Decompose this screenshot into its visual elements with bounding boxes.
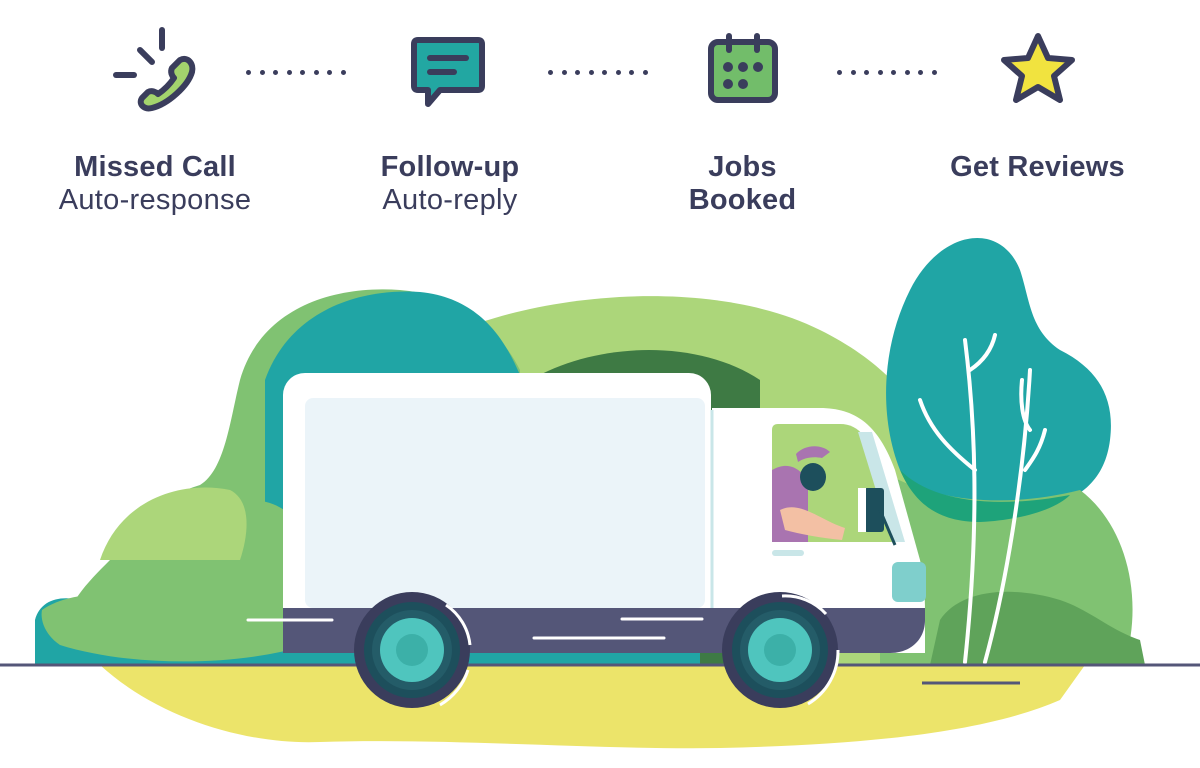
step-title: Missed Call <box>74 151 236 183</box>
connector-dots-3 <box>837 70 937 76</box>
step-label-jobs-booked: Jobs Booked <box>640 151 845 217</box>
step-subtitle: Auto-reply <box>382 184 518 216</box>
process-steps: Missed Call Auto-response Follow-up Auto… <box>0 0 1200 230</box>
connector-dots-1 <box>246 70 346 76</box>
step-subtitle: Auto-response <box>58 184 252 216</box>
rear-wheel <box>354 592 472 708</box>
phone-ringing-icon <box>113 27 196 112</box>
star-icon <box>1001 33 1075 103</box>
connector-dots-2 <box>548 70 648 76</box>
front-wheel <box>722 592 840 708</box>
step-title: Get Reviews <box>950 151 1125 183</box>
calendar-icon <box>708 33 778 103</box>
chat-bubble-icon <box>411 37 485 107</box>
step-label-follow-up: Follow-up Auto-reply <box>335 151 565 217</box>
ground-blob <box>100 665 1085 749</box>
step-title: Jobs <box>708 151 777 183</box>
step-subtitle: Booked <box>688 184 797 216</box>
step-title: Follow-up <box>380 151 520 183</box>
step-label-get-reviews: Get Reviews <box>925 151 1150 184</box>
step-label-missed-call: Missed Call Auto-response <box>30 151 280 217</box>
